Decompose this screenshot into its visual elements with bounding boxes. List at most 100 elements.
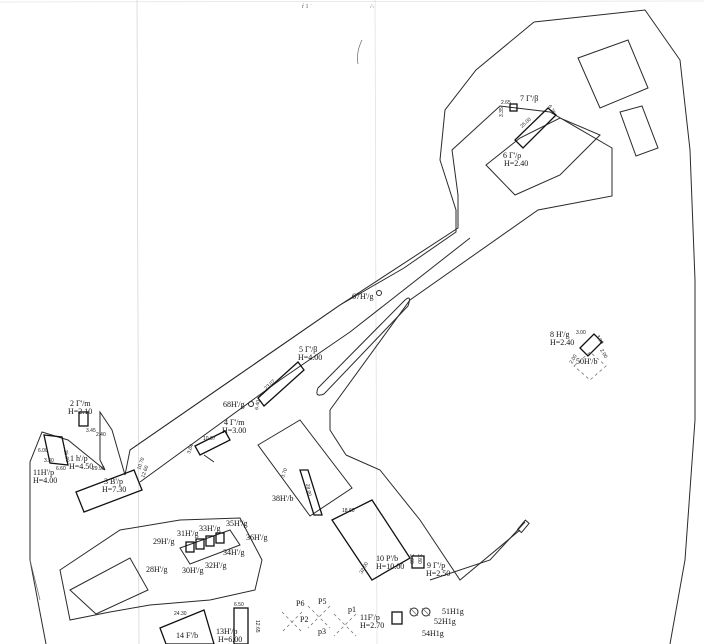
building-11-height: H=4.00 [33,476,57,485]
building-4-label: 4 Γ'/m [224,418,245,427]
fold-line [374,0,378,644]
building-7-label: 7 Γ'/β [520,94,538,103]
building-54-label: 54H1g [422,629,444,638]
point-67-label: 67H'/g [352,292,373,301]
block-ne-1 [577,39,649,109]
dim-label: 3.00 [576,330,586,336]
dim-label: 3.30 [44,458,54,464]
pylon-cluster [281,605,357,637]
dim-label: 3.00 [594,334,604,346]
building-32-label: 32H'/g [205,561,226,570]
building-28-label: 28H'/g [146,565,167,574]
fold-line [0,0,704,3]
building-4-height: H=3.00 [222,426,246,435]
building-50-label: 50H'/b [576,357,597,366]
dim-label: 3.45 [86,428,96,434]
pencil-mark [357,39,363,65]
building-52-label: 52H1g [434,617,456,626]
boundary-segment [29,559,41,601]
building-35 [215,532,225,544]
pylon-p2-label: P2 [300,615,308,624]
building-51-label: 51H1g [442,607,464,616]
building-3-height: H=7.30 [102,485,126,494]
block-38-pad [257,419,353,517]
building-10-height: H=10.00 [376,562,404,571]
dim-label: 10.07 [203,436,216,442]
building-13 [233,607,249,644]
building-2-height: H=2.10 [68,407,92,416]
building-5-height: H=4.00 [298,353,322,362]
block-ne-2 [619,105,659,157]
dim-label: 12.65 [254,620,260,633]
dim-label: 10.70 [136,457,146,471]
dim-label: 25.00 [519,117,532,130]
building-31 [195,538,205,550]
well-51 [421,607,431,617]
building-33-label: 33H'/g [199,524,220,533]
building-11f [391,611,403,625]
building-10-label: 10 P'/b [376,554,398,563]
building-5 [257,361,305,407]
dim-label: 3.60 [408,554,414,564]
dim-label: 3.70 [280,467,289,478]
road-lower-edge [139,237,471,483]
building-33 [205,535,215,547]
building-9 [411,555,425,569]
building-1 [43,434,69,466]
building-2 [78,411,89,427]
building-6 [514,107,557,149]
building-2-label: 2 Γ'/m [70,399,91,408]
dim-label: 2.40 [96,432,106,438]
dim-label: 3.35 [499,107,505,117]
building-9-label: 9 Γ'/p [427,561,445,570]
building-7 [509,103,518,112]
building-50-outline [573,351,607,381]
header-mark: ∴ [370,4,374,10]
building-29 [185,541,195,553]
building-5-label: 5 Γ'/β [299,345,317,354]
dim-label: 3.04 [186,443,195,454]
dim-label: 6.75 [546,104,556,116]
site-boundary [29,21,535,644]
dim-label: 24.30 [174,611,187,617]
building-31-label: 31H'/g [177,529,198,538]
dim-label: 18.60 [342,508,355,514]
building-14 [159,609,215,644]
building-30-label: 30H'/g [182,566,203,575]
road-south-2 [429,521,526,581]
building-1-label: 1 h'/p [70,454,88,463]
well-52 [409,607,419,617]
building-8-label: 8 H'/g [550,330,569,339]
building-1-height: H=4.50 [69,462,93,471]
dim-label: 29.90 [92,466,105,472]
dim-label: 6.40 [254,400,262,411]
survey-point-67 [376,290,382,296]
building-34-label: 34H'/g [223,548,244,557]
dim-label: 32.00 [359,561,371,575]
road-upper-edge [129,105,613,451]
building-11f-label: 11F'/p [360,613,380,622]
dim-label: 2.00 [598,348,608,360]
building-4-stub [203,454,215,463]
well-cross [409,607,419,617]
block-sw-inner [69,557,149,615]
site-boundary-east [533,9,696,644]
building-6-label: 6 Γ'/ρ [503,151,521,160]
dim-label: 6.50 [234,602,244,608]
building-13-height: H=6.00 [218,635,242,644]
dim-label: 23.07 [263,379,276,392]
building-3-label: 3 B'/p [104,477,123,486]
dim-label: 12.60 [140,465,150,479]
building-6-height: H=2.40 [504,159,528,168]
dim-label: 2.00 [569,353,579,365]
survey-point-68 [248,401,254,407]
dim-label: 28.00 [304,483,312,497]
block-ne-pad [485,117,601,196]
pylon-p1-label: p1 [348,605,356,614]
building-10 [331,499,411,581]
dim-label: 3.80 [416,554,422,564]
building-3 [75,469,143,513]
building-35-label: 35H'/g [226,519,247,528]
building-36-label: 36H'/g [246,533,267,542]
header-mark: ŕ 1 ˙ [302,4,312,10]
